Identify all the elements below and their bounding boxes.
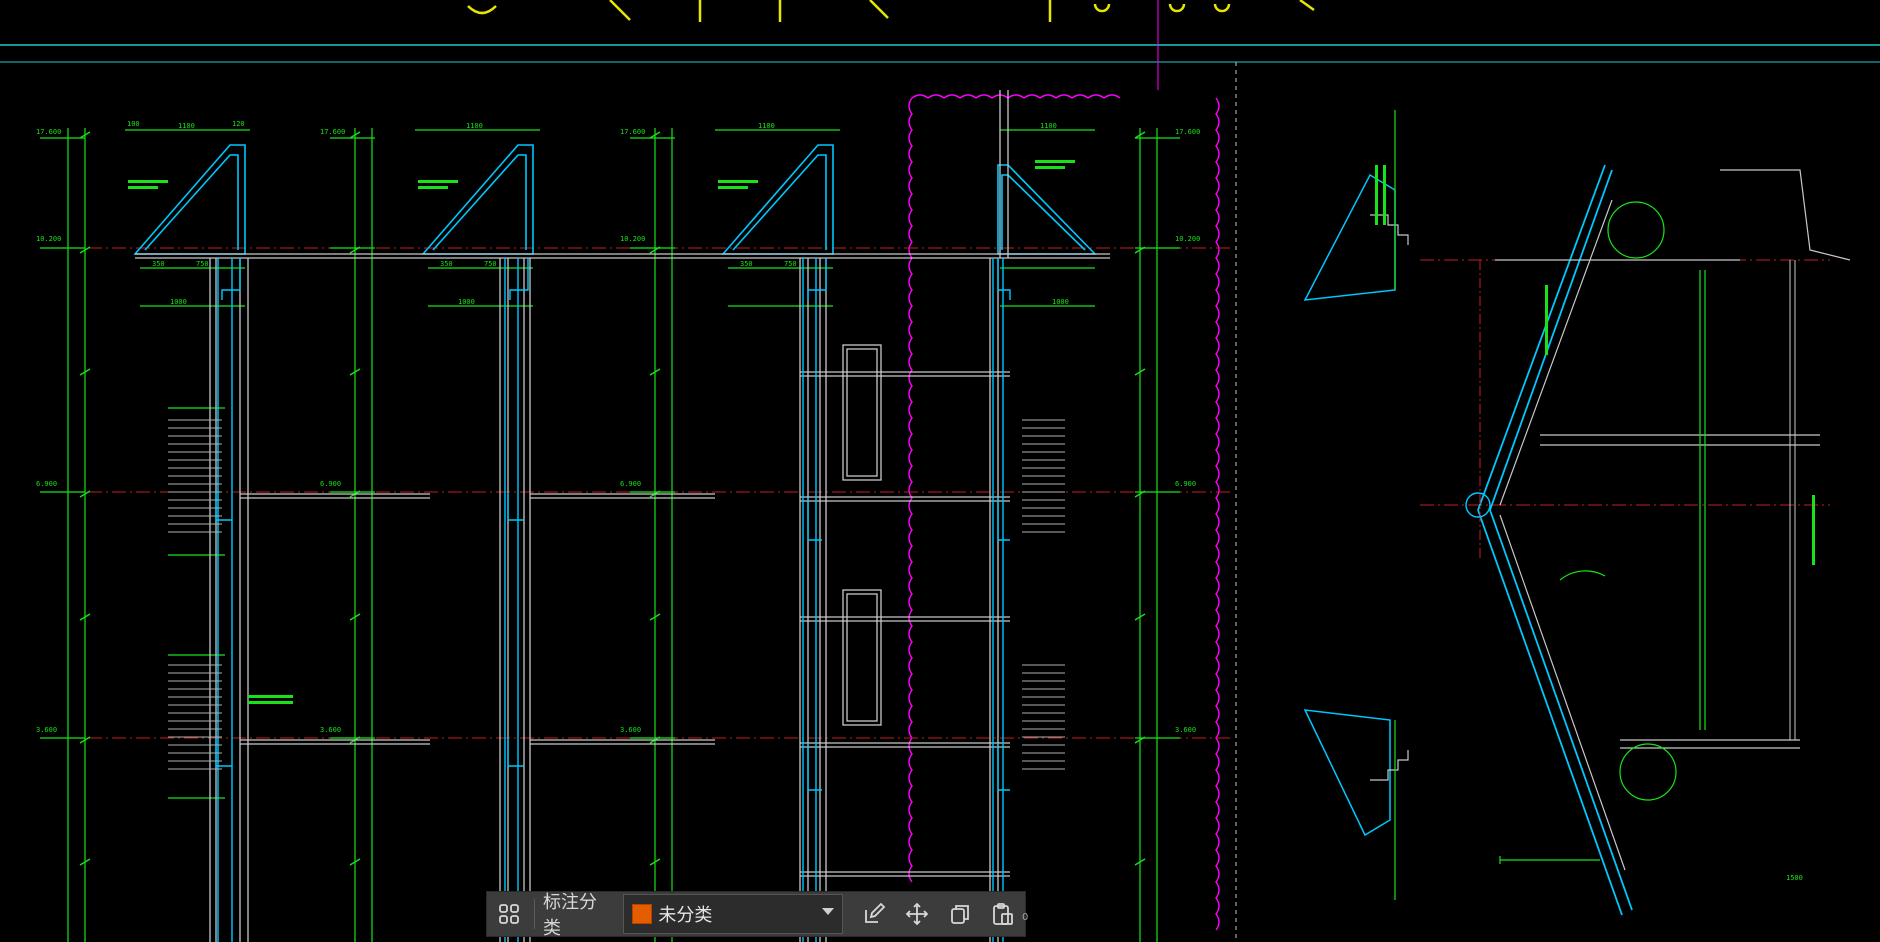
svg-text:750: 750 [784,260,797,268]
elev-17600-3: 17.600 [620,128,645,136]
vertical-dimensions [40,128,1180,942]
elev-3600-right: 3.600 [1175,726,1196,734]
paste-icon [993,903,1014,925]
revision-cloud [908,94,1220,931]
annotation-marks [128,160,1815,704]
elev-3600-2: 3.600 [320,726,341,734]
svg-text:1000: 1000 [1052,298,1069,306]
category-dropdown[interactable]: 未分类 [623,894,843,934]
move-icon [906,902,929,926]
elev-3600-3: 3.600 [620,726,641,734]
edit-button[interactable] [853,892,896,936]
elev-17600-2: 17.600 [320,128,345,136]
toolbar-side-marker: 0 [1022,912,1029,923]
grid-button[interactable] [487,892,530,936]
elev-6900-left: 6.900 [36,480,57,488]
elev-6900-2: 6.900 [320,480,341,488]
elev-17600-left: 17.600 [36,128,61,136]
edit-icon [865,902,886,923]
paste-button[interactable] [982,892,1025,936]
elev-3600-left: 3.600 [36,726,57,734]
floor-axes [40,247,1830,739]
chevron-down-icon [821,908,834,915]
svg-text:1500: 1500 [1786,874,1803,882]
svg-text:1100: 1100 [1040,122,1057,130]
svg-text:350: 350 [152,260,165,268]
svg-text:1100: 1100 [466,122,483,130]
copy-button[interactable] [939,892,982,936]
elevation-labels: 17.600 10.200 6.900 3.600 17.600 6.900 3… [36,128,1200,734]
elev-10200-right: 10.200 [1175,235,1200,243]
svg-text:1000: 1000 [458,298,475,306]
move-button[interactable] [896,892,939,936]
roof-section [1465,164,1851,916]
toolbar-divider [534,899,536,929]
category-value: 未分类 [658,905,713,926]
category-color-swatch [632,904,653,924]
balcony-hatch [168,419,1065,770]
svg-text:100: 100 [127,120,140,128]
svg-text:350: 350 [740,260,753,268]
svg-text:1100: 1100 [758,122,775,130]
svg-text:750: 750 [196,260,209,268]
elev-17600-right: 17.600 [1175,128,1200,136]
dimension-labels: 1100 100 120 350 750 1000 1100 350 750 1… [127,120,1803,882]
annotation-category-label: 标注分类 [543,892,598,939]
annotation-toolbar: 标注分类 未分类 [486,891,1026,939]
elev-10200-3: 10.200 [620,235,645,243]
eave-sections [133,144,1097,255]
title-block [0,0,1880,90]
svg-text:1000: 1000 [170,298,187,306]
wall-outline-blue [215,258,1011,942]
copy-icon [951,905,970,924]
svg-text:120: 120 [232,120,245,128]
grid-icon [498,904,519,924]
elev-10200-left: 10.200 [36,235,61,243]
eave-details [1303,110,1409,900]
elev-6900-3: 6.900 [620,480,641,488]
elev-6900-right: 6.900 [1175,480,1196,488]
svg-text:350: 350 [440,260,453,268]
wall-sections [135,90,1110,942]
svg-text:750: 750 [484,260,497,268]
horizontal-dim-lines [125,129,1095,799]
svg-text:1100: 1100 [178,122,195,130]
